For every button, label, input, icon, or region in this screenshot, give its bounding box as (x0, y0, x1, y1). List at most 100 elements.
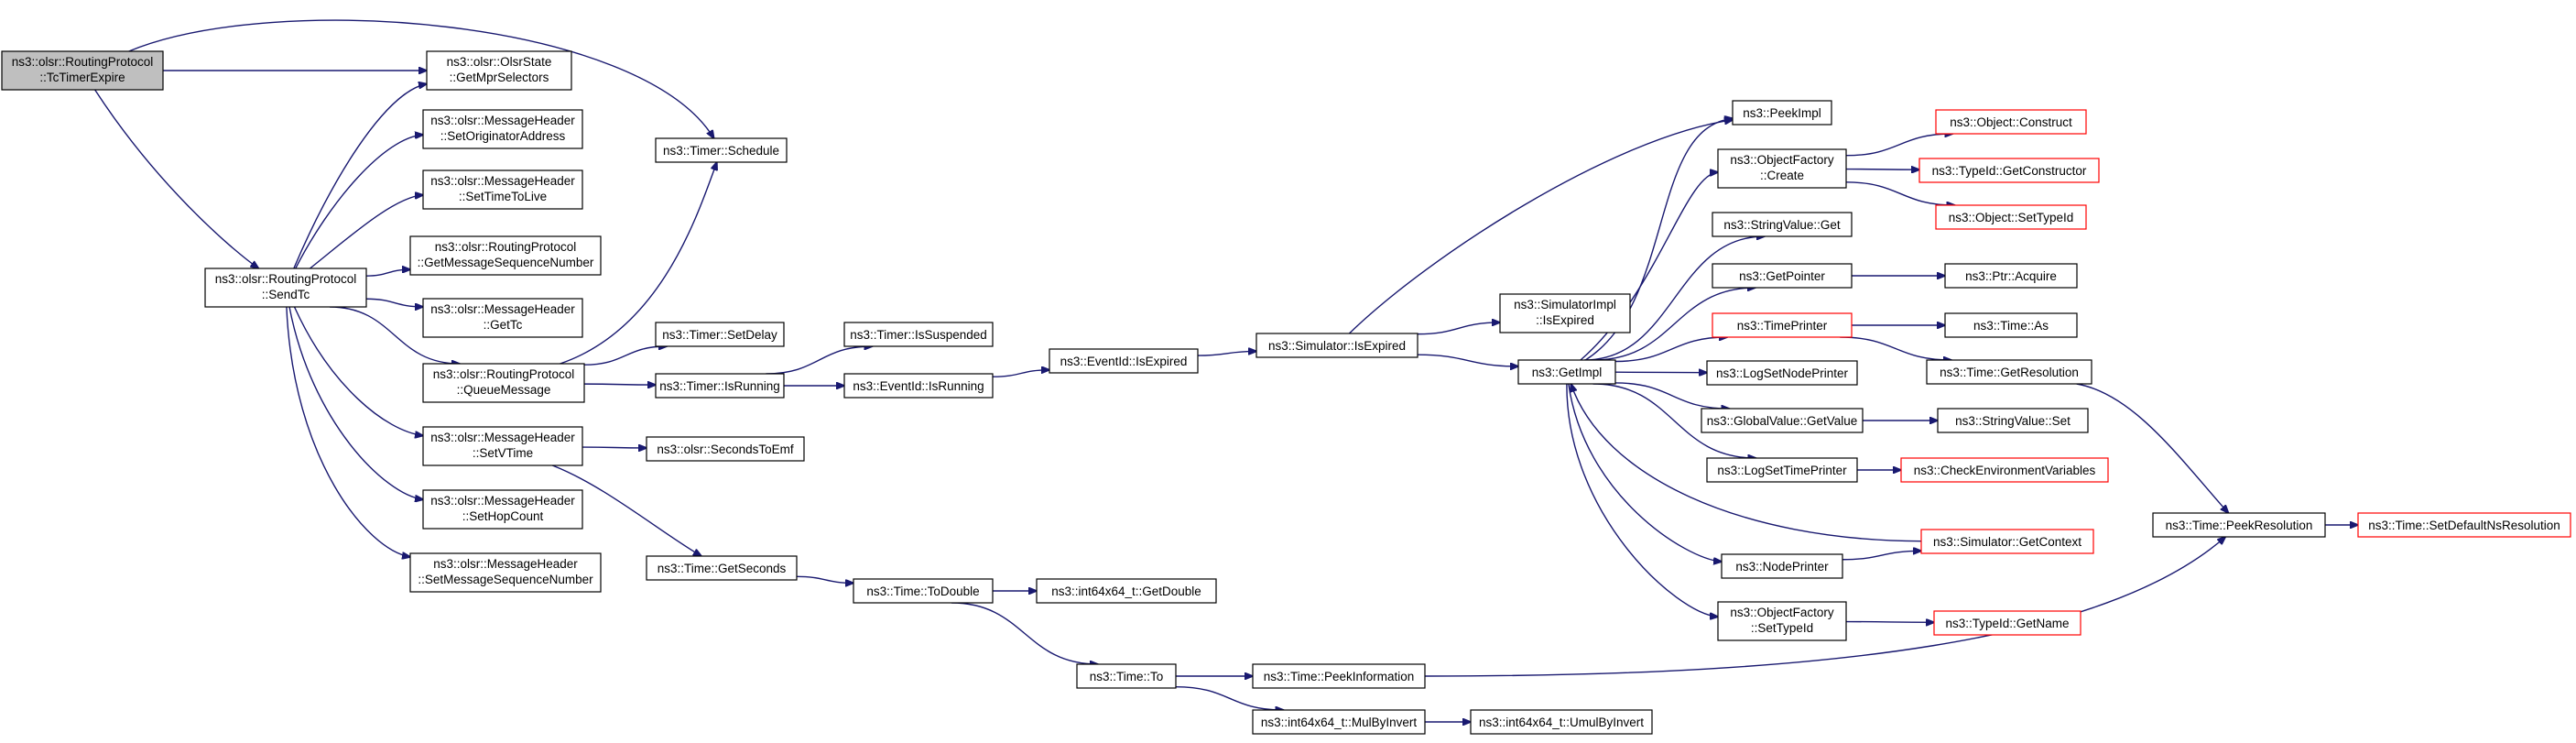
edge-objectFactoryCreate-to-typeIdGetConstructor (1845, 169, 1919, 170)
node-box (843, 373, 994, 399)
node-getPointer[interactable]: ns3::GetPointer (1712, 263, 1853, 289)
node-getMprSelectors[interactable]: ns3::olsr::OlsrState::GetMprSelectors (426, 50, 572, 91)
node-objectFactorySetTypeId[interactable]: ns3::ObjectFactory::SetTypeId (1717, 601, 1847, 641)
node-label: ns3::Time::PeekResolution (2166, 519, 2313, 532)
node-label: ns3::Time::To (1090, 670, 1164, 683)
node-eventIdIsRunning[interactable]: ns3::EventId::IsRunning (843, 373, 994, 399)
node-timerIsSuspended[interactable]: ns3::Timer::IsSuspended (843, 322, 994, 347)
edge-sendTc-to-setOriginatorAddress (295, 135, 423, 269)
edge-simulatorIsExpired-to-simImplIsExpired (1417, 322, 1500, 335)
node-timeSetDefaultNsResolution[interactable]: ns3::Time::SetDefaultNsResolution (2357, 512, 2571, 538)
node-box (1721, 553, 1843, 579)
node-label: ns3::GetPointer (1739, 269, 1825, 283)
node-label: ns3::SimulatorImpl (1514, 298, 1616, 311)
edge-tcTimerExpire-to-timerSchedule (128, 19, 714, 138)
node-setVTime[interactable]: ns3::olsr::MessageHeader::SetVTime (422, 426, 583, 466)
nodes-layer: ns3::olsr::RoutingProtocol::TcTimerExpir… (1, 50, 2571, 735)
node-getTc[interactable]: ns3::olsr::MessageHeader::GetTc (422, 298, 583, 338)
edge-getImpl-to-logSetTimePrinter (1592, 383, 1756, 458)
node-checkEnvVars[interactable]: ns3::CheckEnvironmentVariables (1900, 457, 2109, 483)
node-typeIdGetName[interactable]: ns3::TypeId::GetName (1933, 610, 2081, 636)
node-tcTimerExpire[interactable]: ns3::olsr::RoutingProtocol::TcTimerExpir… (1, 50, 164, 91)
node-getMessageSequenceNumber[interactable]: ns3::olsr::RoutingProtocol::GetMessageSe… (409, 235, 602, 276)
node-int64GetDouble[interactable]: ns3::int64x64_t::GetDouble (1036, 578, 1217, 604)
edge-nodePrinter-to-simulatorGetContext (1842, 551, 1921, 561)
node-label: ns3::ObjectFactory (1730, 153, 1834, 167)
node-box (646, 436, 805, 462)
node-peekImpl[interactable]: ns3::PeekImpl (1732, 100, 1832, 126)
node-box (1944, 312, 2078, 338)
node-label: ns3::LogSetTimePrinter (1717, 464, 1847, 477)
node-ptrAcquire[interactable]: ns3::Ptr::Acquire (1944, 263, 2078, 289)
node-timeAs[interactable]: ns3::Time::As (1944, 312, 2078, 338)
node-timePrinter[interactable]: ns3::TimePrinter (1712, 312, 1853, 338)
node-box (204, 268, 367, 308)
node-box-truncated (1712, 312, 1853, 338)
edge-setVTime-to-secondsToEmf (582, 447, 647, 448)
node-setHopCount[interactable]: ns3::olsr::MessageHeader::SetHopCount (422, 489, 583, 530)
node-box (1470, 709, 1653, 735)
node-queueMessage[interactable]: ns3::olsr::RoutingProtocol::QueueMessage (422, 363, 585, 403)
node-box (422, 109, 583, 149)
node-timerIsRunning[interactable]: ns3::Timer::IsRunning (655, 373, 785, 399)
node-logSetNodePrinter[interactable]: ns3::LogSetNodePrinter (1706, 360, 1858, 386)
node-objectConstruct[interactable]: ns3::Object::Construct (1935, 109, 2087, 135)
node-box (1255, 333, 1418, 358)
edge-getImpl-to-timePrinter (1614, 337, 1727, 363)
node-label: ::SetHopCount (462, 509, 544, 523)
node-typeIdGetConstructor[interactable]: ns3::TypeId::GetConstructor (1918, 158, 2100, 183)
node-simulatorGetContext[interactable]: ns3::Simulator::GetContext (1920, 529, 2094, 554)
node-setOriginatorAddress[interactable]: ns3::olsr::MessageHeader::SetOriginatorA… (422, 109, 583, 149)
node-label: ::SetVTime (473, 446, 533, 460)
node-timeTo[interactable]: ns3::Time::To (1076, 663, 1177, 689)
node-box (1732, 100, 1832, 126)
node-box (655, 137, 788, 163)
node-sendTc[interactable]: ns3::olsr::RoutingProtocol::SendTc (204, 268, 367, 308)
node-label: ns3::Ptr::Acquire (1965, 269, 2057, 283)
edge-timerIsRunning-to-timerIsSuspended (766, 346, 872, 375)
edge-sendTc-to-setTimeToLive (310, 195, 423, 269)
edge-setVTime-to-timeGetSeconds (551, 464, 701, 556)
node-box (409, 235, 602, 276)
node-mulByInvert[interactable]: ns3::int64x64_t::MulByInvert (1252, 709, 1426, 735)
edge-objectFactorySetTypeId-to-typeIdGetName (1845, 622, 1934, 623)
node-setTimeToLive[interactable]: ns3::olsr::MessageHeader::SetTimeToLive (422, 169, 583, 210)
edge-getImpl-to-stringValueGet (1583, 236, 1765, 361)
node-umulByInvert[interactable]: ns3::int64x64_t::UmulByInvert (1470, 709, 1653, 735)
node-secondsToEmf[interactable]: ns3::olsr::SecondsToEmf (646, 436, 805, 462)
node-box (655, 373, 785, 399)
node-stringValueSet[interactable]: ns3::StringValue::Set (1937, 408, 2089, 433)
node-objectFactoryCreate[interactable]: ns3::ObjectFactory::Create (1717, 148, 1847, 189)
node-timeGetSeconds[interactable]: ns3::Time::GetSeconds (646, 555, 798, 581)
edge-queueMessage-to-timerSchedule (560, 162, 717, 365)
node-nodePrinter[interactable]: ns3::NodePrinter (1721, 553, 1843, 579)
node-simImplIsExpired[interactable]: ns3::SimulatorImpl::IsExpired (1499, 293, 1631, 333)
node-timeToDouble[interactable]: ns3::Time::ToDouble (853, 578, 994, 604)
node-label: ::SetTypeId (1751, 621, 1813, 635)
node-timeGetResolution[interactable]: ns3::Time::GetResolution (1926, 359, 2092, 385)
node-timePeekResolution[interactable]: ns3::Time::PeekResolution (2152, 512, 2326, 538)
edge-tcTimerExpire-to-sendTc (94, 89, 259, 268)
node-box (1076, 663, 1177, 689)
node-globalValueGetValue[interactable]: ns3::GlobalValue::GetValue (1701, 408, 1864, 433)
node-label: ns3::Simulator::IsExpired (1268, 339, 1406, 353)
node-timerSchedule[interactable]: ns3::Timer::Schedule (655, 137, 788, 163)
node-label: ns3::olsr::MessageHeader (433, 557, 578, 571)
node-box (1252, 709, 1426, 735)
node-eventIdIsExpired[interactable]: ns3::EventId::IsExpired (1049, 348, 1199, 374)
edge-timeTo-to-mulByInvert (1175, 685, 1284, 710)
node-timerSetDelay[interactable]: ns3::Timer::SetDelay (655, 322, 785, 347)
node-timePeekInformation[interactable]: ns3::Time::PeekInformation (1252, 663, 1426, 689)
node-label: ns3::TypeId::GetName (1945, 617, 2069, 630)
node-logSetTimePrinter[interactable]: ns3::LogSetTimePrinter (1706, 457, 1858, 483)
node-simulatorIsExpired[interactable]: ns3::Simulator::IsExpired (1255, 333, 1418, 358)
node-box (1717, 148, 1847, 189)
node-label: ns3::Timer::IsRunning (659, 379, 780, 393)
node-label: ::GetMprSelectors (450, 71, 549, 84)
node-stringValueGet[interactable]: ns3::StringValue::Get (1712, 212, 1853, 237)
node-getImpl[interactable]: ns3::GetImpl (1517, 359, 1616, 385)
node-box (422, 489, 583, 530)
node-setMessageSequenceNumber[interactable]: ns3::olsr::MessageHeader::SetMessageSequ… (409, 552, 602, 593)
node-label: ns3::TypeId::GetConstructor (1932, 164, 2087, 178)
node-objectSetTypeId[interactable]: ns3::Object::SetTypeId (1935, 204, 2087, 230)
